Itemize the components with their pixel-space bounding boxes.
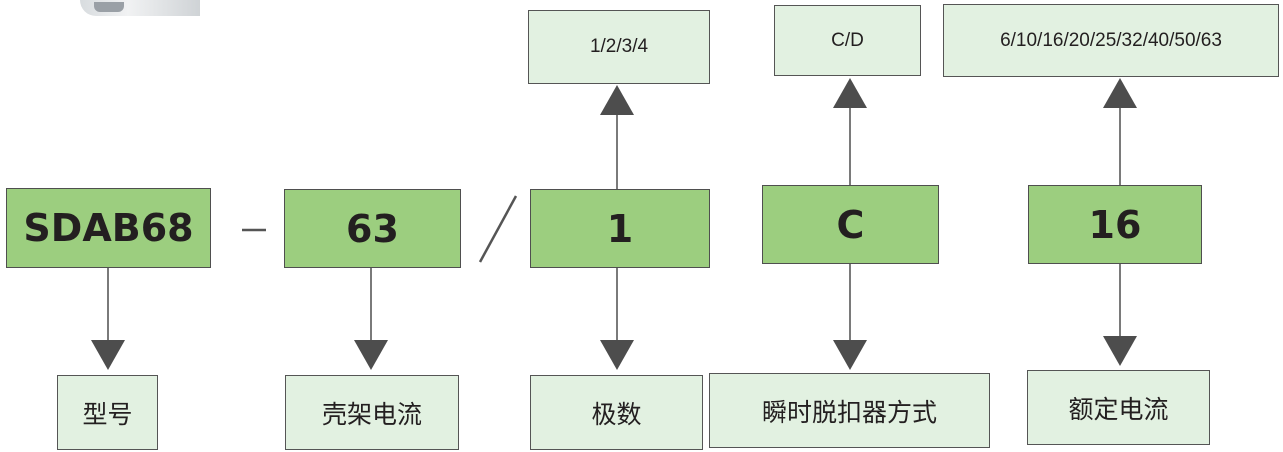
trip-options-text: C/D xyxy=(831,29,864,51)
trip-type-label-text: 瞬时脱扣器方式 xyxy=(761,397,937,427)
poles-up-arrowhead xyxy=(600,85,634,115)
rated-current-code-box: 16 xyxy=(1028,185,1202,264)
rated-options-box: 6/10/16/20/25/32/40/50/63 xyxy=(943,4,1279,77)
trip-up-arrowhead xyxy=(833,78,867,108)
poles-label-text: 极数 xyxy=(591,399,642,429)
model-code-text: SDAB68 xyxy=(23,206,194,250)
model-label-text: 型号 xyxy=(82,399,133,429)
product-photo-fragment xyxy=(80,0,200,16)
poles-options-box: 1/2/3/4 xyxy=(528,10,710,84)
poles-down-arrowhead xyxy=(600,340,634,370)
rated-current-label-text: 额定电流 xyxy=(1068,394,1169,424)
poles-options-text: 1/2/3/4 xyxy=(589,36,649,57)
model-code-box: SDAB68 xyxy=(6,188,211,268)
frame-down-arrowhead xyxy=(354,340,388,370)
model-down-arrowhead xyxy=(91,340,125,370)
rated-options-text: 6/10/16/20/25/32/40/50/63 xyxy=(1000,29,1222,51)
frame-current-label-text: 壳架电流 xyxy=(321,399,422,429)
trip-down-arrowhead xyxy=(833,340,867,370)
rated-down-arrowhead xyxy=(1103,336,1137,366)
slash-separator xyxy=(478,195,518,263)
model-label-box: 型号 xyxy=(57,375,158,450)
poles-code-box: 1 xyxy=(530,189,710,268)
trip-type-code-text: C xyxy=(836,202,865,247)
rated-current-code-text: 16 xyxy=(1088,202,1142,247)
frame-current-code-box: 63 xyxy=(284,189,461,268)
rated-up-arrowhead xyxy=(1103,78,1137,108)
rated-current-label-box: 额定电流 xyxy=(1027,370,1210,445)
frame-current-label-box: 壳架电流 xyxy=(285,375,459,450)
trip-options-box: C/D xyxy=(774,5,921,76)
frame-current-code-text: 63 xyxy=(346,206,399,251)
poles-label-box: 极数 xyxy=(530,375,703,450)
trip-type-code-box: C xyxy=(762,185,939,264)
poles-code-text: 1 xyxy=(606,206,634,251)
trip-type-label-box: 瞬时脱扣器方式 xyxy=(709,373,990,448)
